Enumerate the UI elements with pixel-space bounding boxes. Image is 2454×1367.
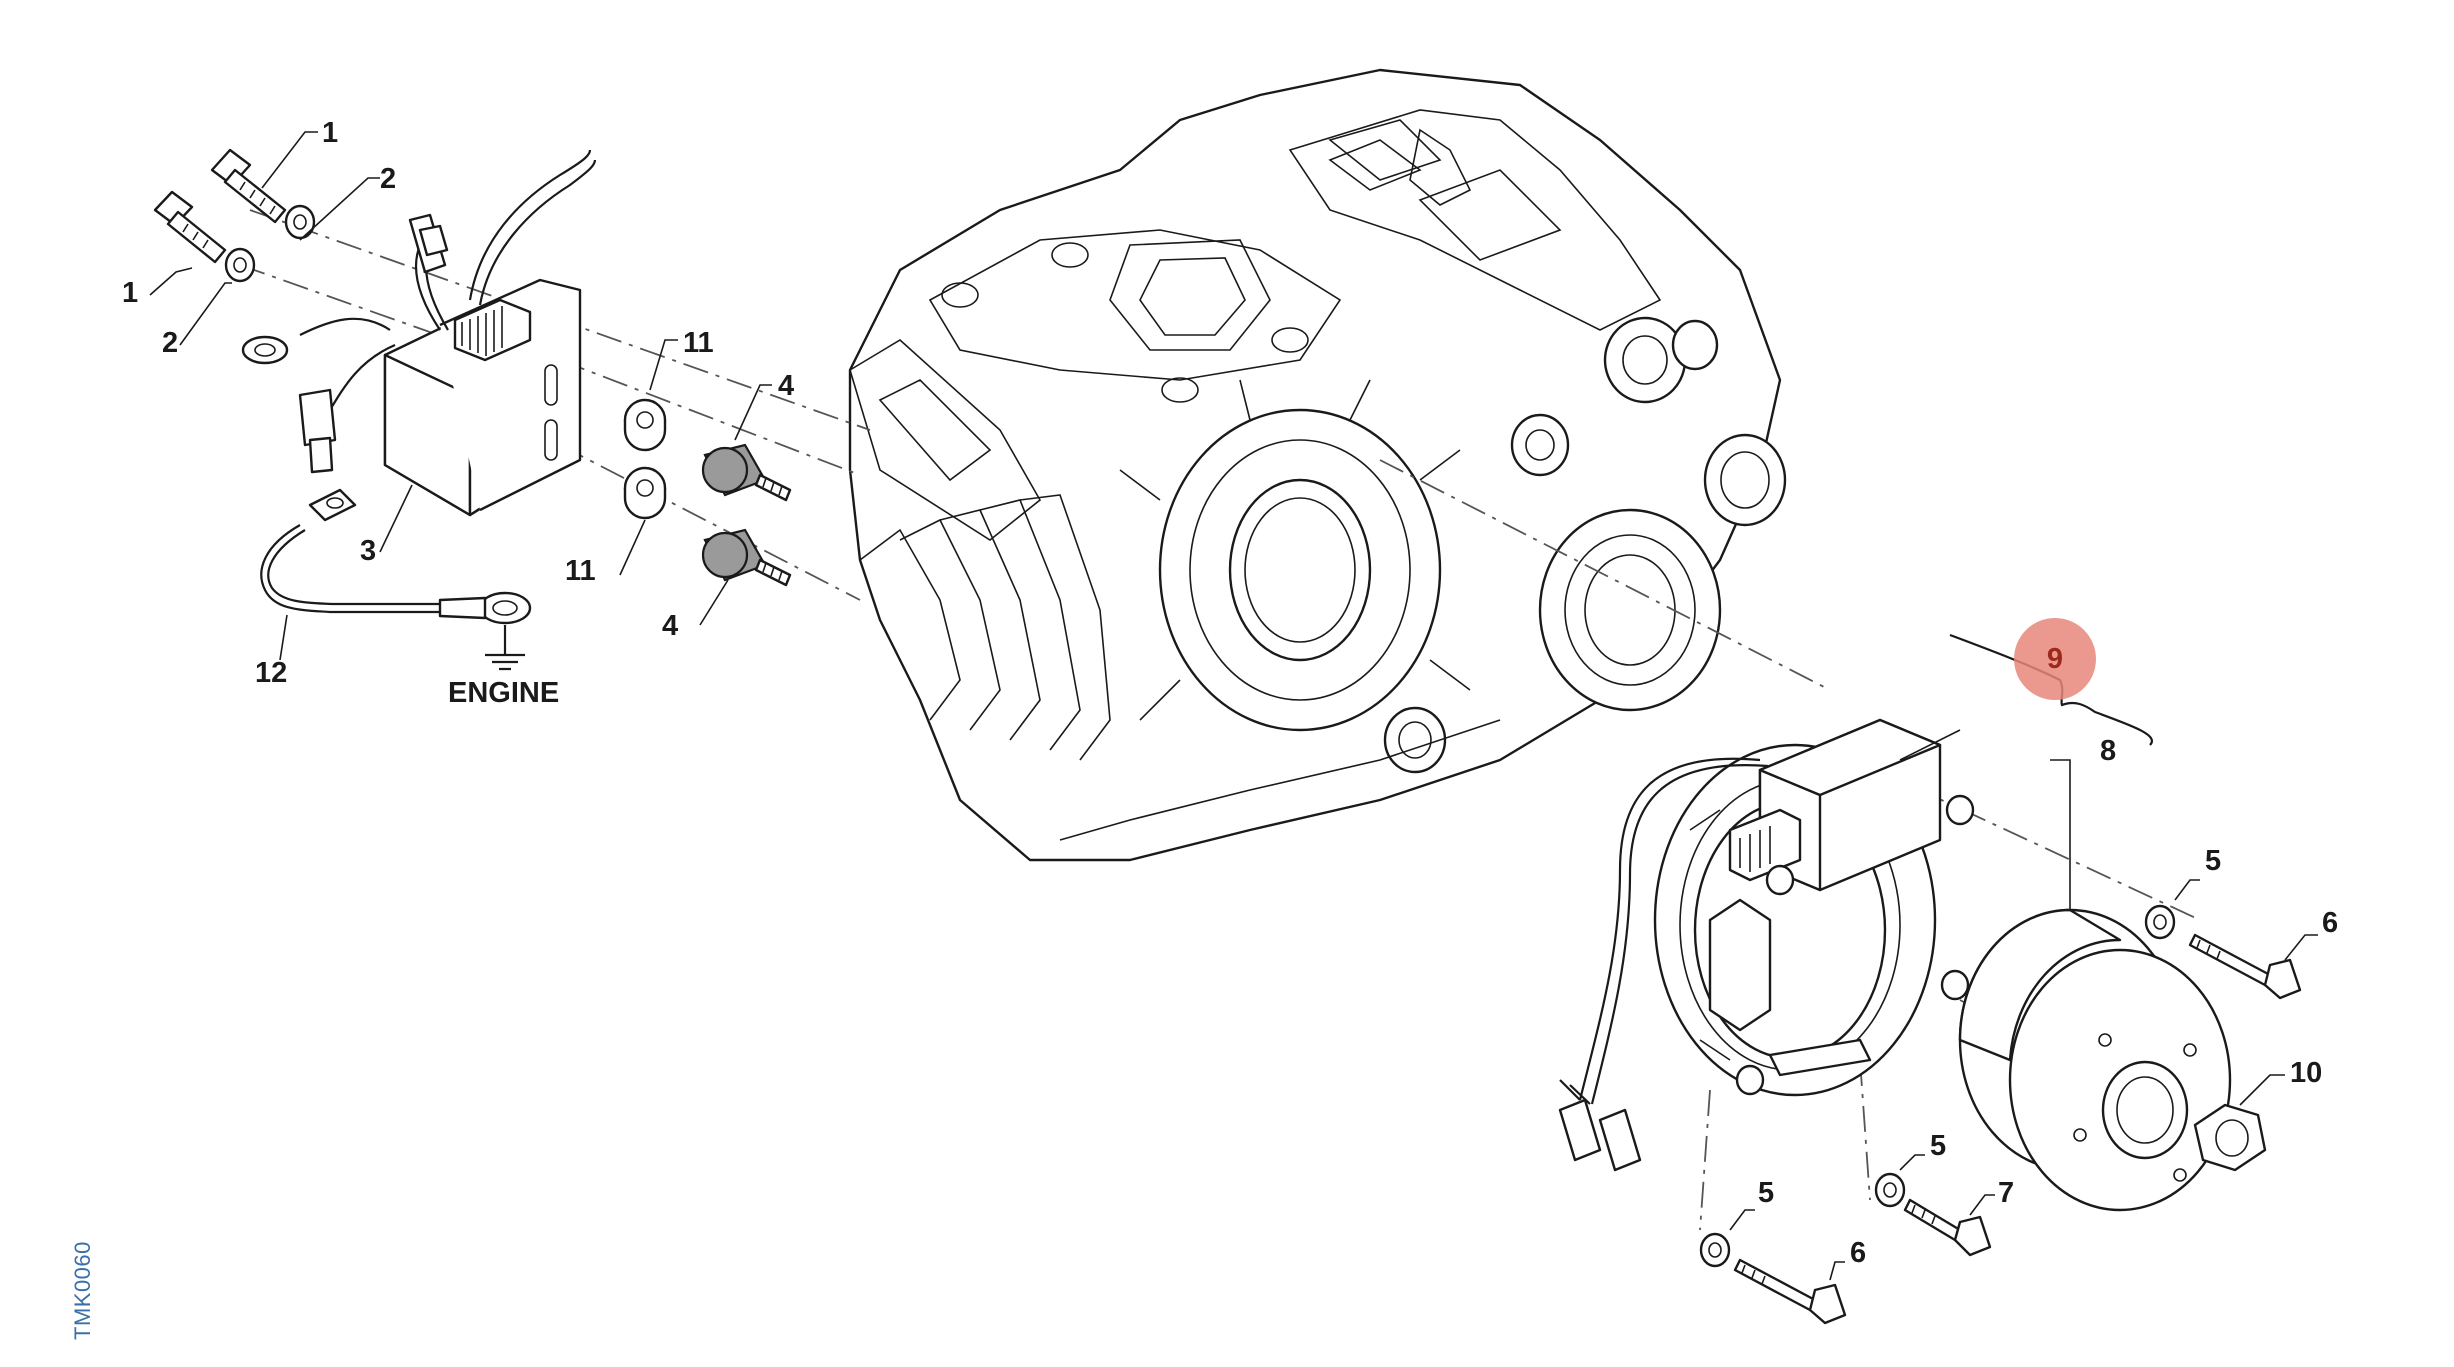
stator-assembly <box>1558 718 1975 1172</box>
highlight-marker[interactable] <box>2014 618 2096 700</box>
callout-2-upper: 2 <box>380 163 396 195</box>
callout-12: 12 <box>255 657 287 689</box>
screw-7 <box>1903 1198 1992 1257</box>
flywheel <box>1958 908 2232 1212</box>
rubber-mount-lower <box>701 528 792 587</box>
spacer-upper <box>623 398 667 452</box>
rubber-mount-upper <box>701 443 792 502</box>
callout-5-lower: 5 <box>1758 1177 1774 1209</box>
washer-5-right <box>2144 904 2176 940</box>
leader-lines <box>149 131 2318 1281</box>
callout-5-middle: 5 <box>1930 1130 1946 1162</box>
washer-upper <box>284 204 316 240</box>
callout-1-lower: 1 <box>122 277 138 309</box>
callout-7: 7 <box>1998 1177 2014 1209</box>
callout-5-right: 5 <box>2205 845 2221 877</box>
callout-10: 10 <box>2290 1057 2322 1089</box>
callout-9-highlighted[interactable]: 9 <box>2046 643 2064 675</box>
screw-6-lower <box>1733 1258 1847 1325</box>
callout-1-upper: 1 <box>322 117 338 149</box>
callout-11-upper: 11 <box>683 327 714 359</box>
spacer-lower <box>623 466 667 520</box>
washer-5-middle <box>1874 1172 1906 1208</box>
screw-6-right <box>2188 933 2302 1000</box>
callout-4-lower: 4 <box>662 610 678 642</box>
callout-6-right: 6 <box>2322 907 2338 939</box>
ignition-module <box>241 149 597 517</box>
flywheel-nut <box>2193 1103 2267 1172</box>
callout-8: 8 <box>2100 735 2116 767</box>
washer-lower <box>224 247 256 283</box>
washer-5-lower <box>1699 1232 1731 1268</box>
drawing-code: TMK0060 <box>70 1241 95 1340</box>
ground-label-engine: ENGINE <box>448 677 559 709</box>
callout-4-upper: 4 <box>778 370 794 402</box>
callout-3: 3 <box>360 535 376 567</box>
bolt-lower <box>153 190 227 264</box>
engine-crankcase <box>848 68 1787 862</box>
ground-cable <box>260 488 532 671</box>
callout-6-lower: 6 <box>1850 1237 1866 1269</box>
callout-11-lower: 11 <box>565 555 596 587</box>
bolt-upper <box>210 148 287 224</box>
callout-2-lower: 2 <box>162 327 178 359</box>
